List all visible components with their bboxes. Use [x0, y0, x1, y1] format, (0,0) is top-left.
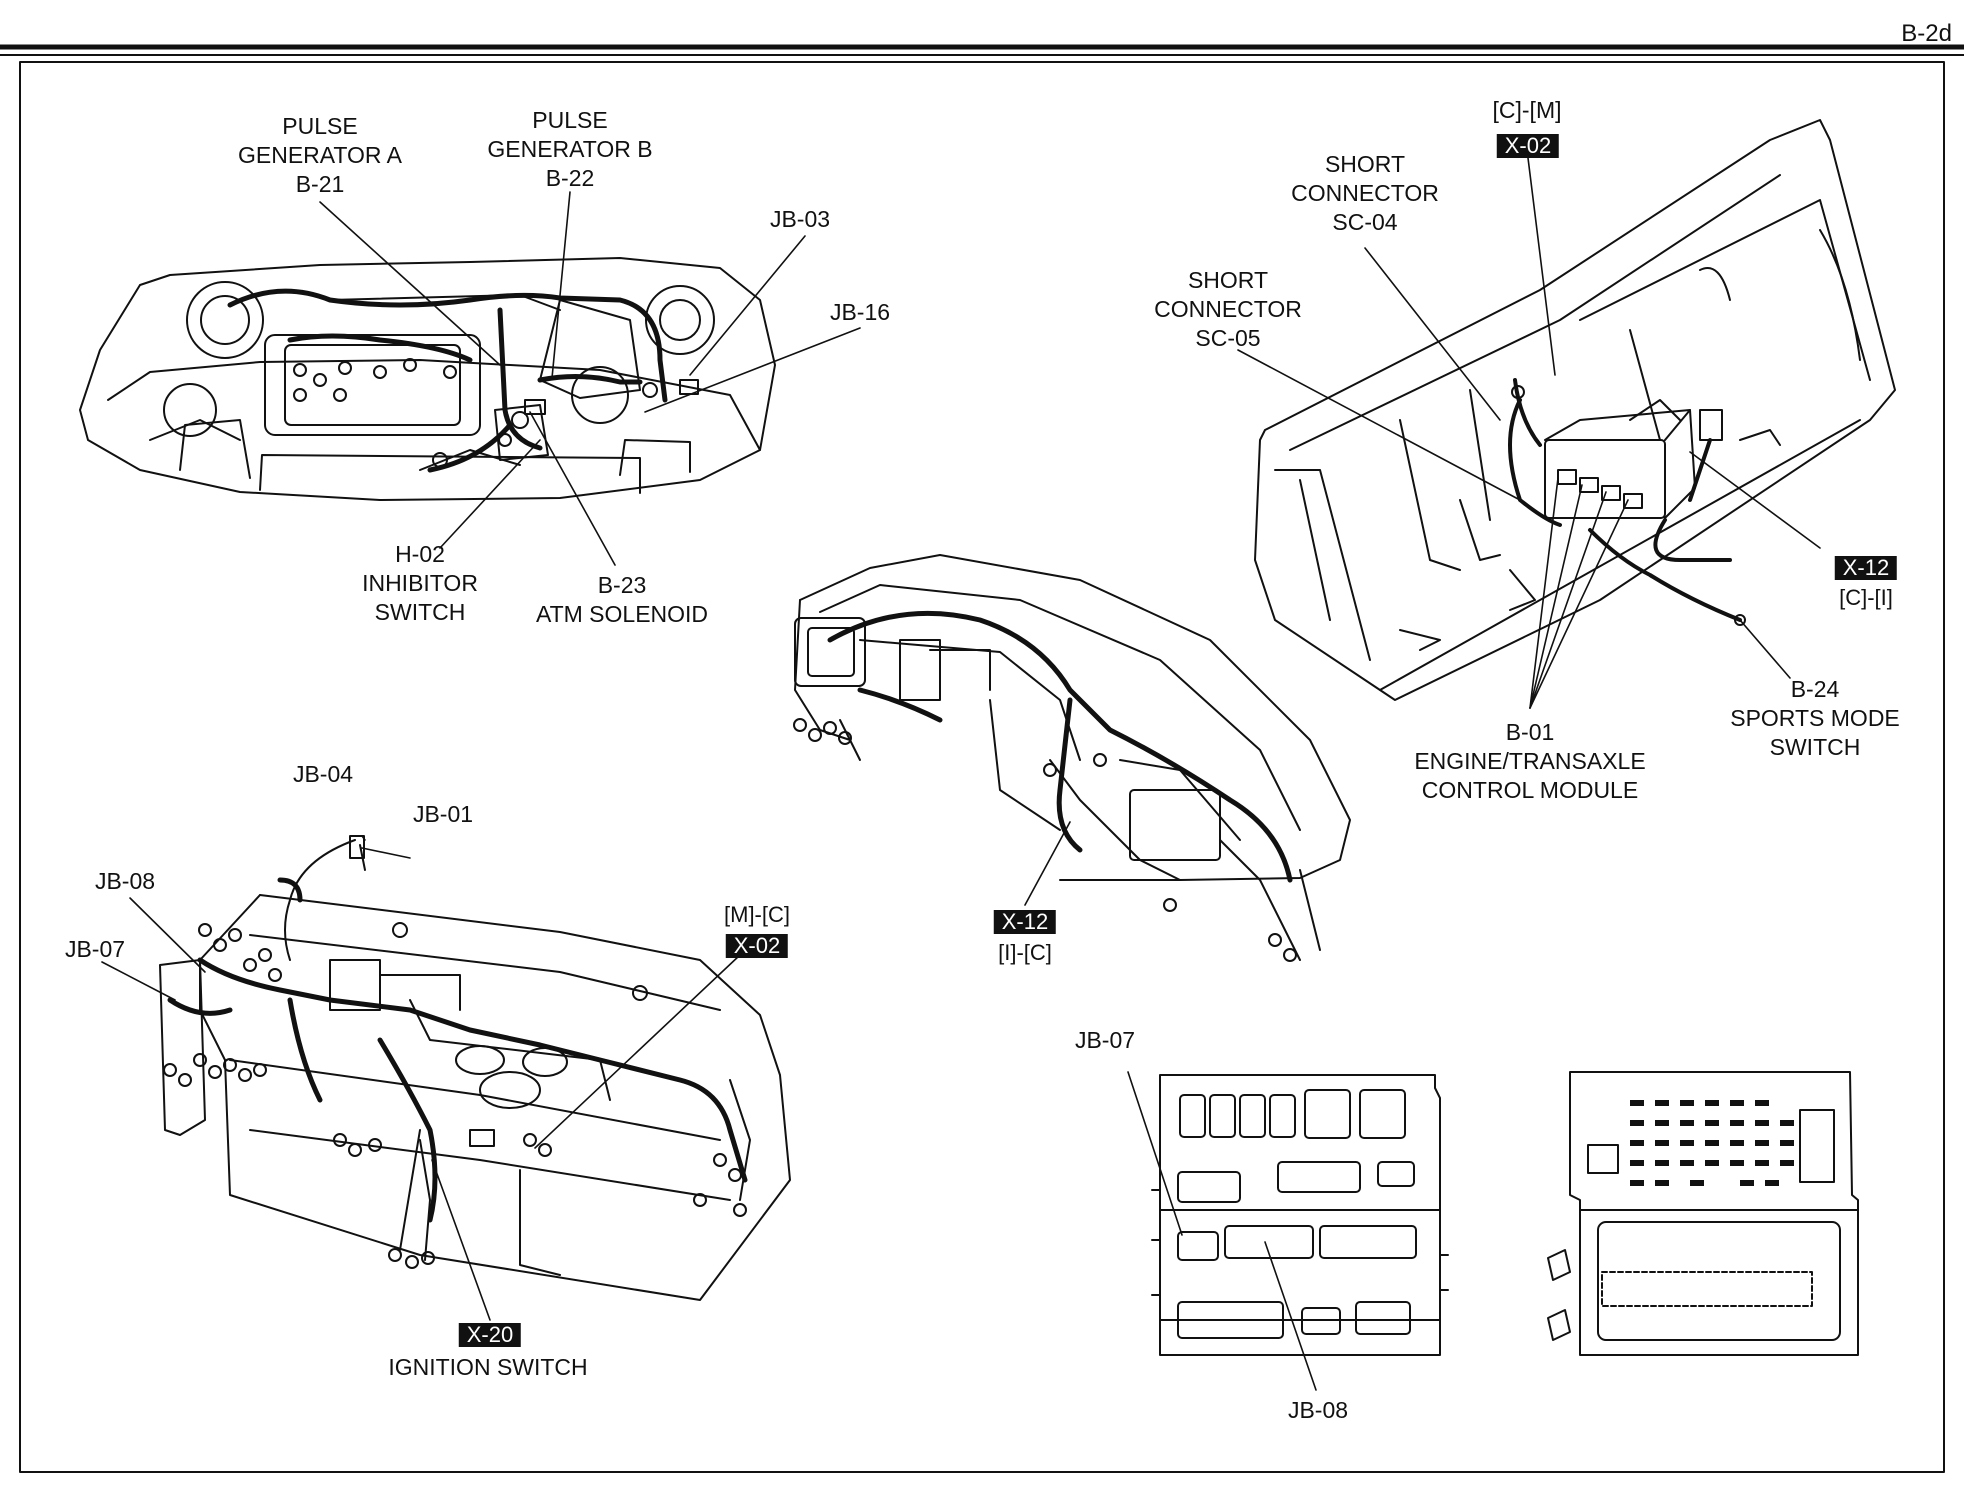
dashboard-connectors — [163, 835, 747, 1269]
x12-mid-tag: X-12 — [993, 910, 1057, 934]
jb-04-label: JB-04 — [292, 761, 354, 787]
page-code: B-2d — [1901, 20, 1952, 47]
junction-box-rear — [1547, 1071, 1859, 1356]
console-connectors — [1511, 385, 1746, 626]
callout-leaders — [101, 157, 1821, 1391]
jb-07-left-label: JB-07 — [64, 936, 126, 962]
jb-08-left-label: JB-08 — [94, 868, 156, 894]
jb-07-box-label: JB-07 — [1074, 1027, 1136, 1053]
instrument-panel-connectors — [793, 718, 1297, 962]
ignition-switch-label: IGNITION SWITCH — [388, 1354, 588, 1380]
x12-right-tag: X-12 — [1834, 556, 1898, 580]
dashboard-illustration — [159, 894, 791, 1301]
jb-03-label: JB-03 — [769, 206, 831, 232]
dashboard-harness — [167, 877, 748, 1223]
junction-box-rear-slots — [1630, 1100, 1794, 1186]
junction-box-front — [1151, 1074, 1449, 1356]
x12-mid-ref: [I]-[C] — [998, 940, 1052, 965]
x02-left-ref: [M]-[C] — [724, 902, 790, 927]
x12-right-ref: [C]-[I] — [1839, 585, 1893, 610]
engine-bay-illustration — [79, 257, 776, 501]
instrument-panel-harness — [827, 610, 1293, 883]
jb-01-label: JB-01 — [412, 801, 474, 827]
console-illustration — [1254, 119, 1896, 701]
dashboard-thin-wires — [284, 839, 431, 1261]
engine-bay-connectors — [293, 358, 699, 468]
x02-top-tag: X-02 — [1496, 134, 1560, 158]
x02-top-ref: [C]-[M] — [1492, 97, 1562, 123]
instrument-panel-illustration — [794, 554, 1351, 961]
jb-08-box-label: JB-08 — [1287, 1397, 1349, 1423]
jb-16-label: JB-16 — [829, 299, 891, 325]
x02-left-tag: X-02 — [725, 934, 789, 958]
x20-tag: X-20 — [458, 1323, 522, 1347]
